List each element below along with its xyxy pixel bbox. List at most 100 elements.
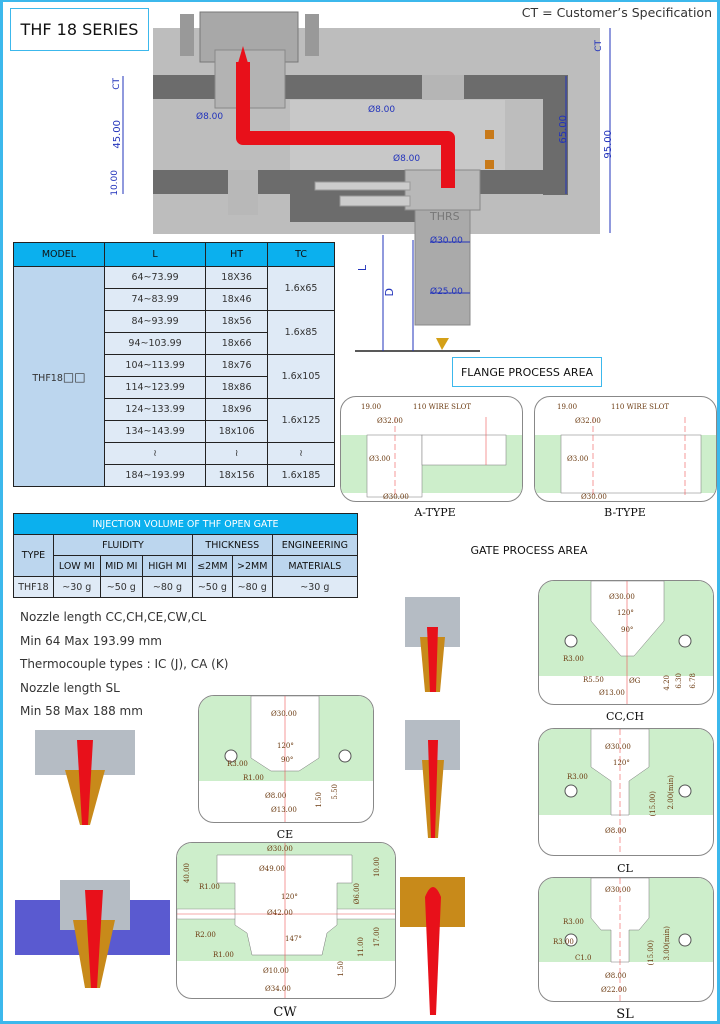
dim-30: Ø30.00 (383, 493, 409, 501)
dim-wire-slot: 110 WIRE SLOT (413, 403, 472, 411)
cell-value: ~80 g (231, 576, 273, 598)
dim-30: Ø30.00 (271, 710, 297, 718)
nozzle-brand: THRS (429, 210, 460, 223)
cell-tc: 1.6x125 (267, 398, 335, 443)
gate-cw-panel: Ø30.00 Ø49.00 40.00 R1.00 120° Ø42.00 Ø6… (176, 842, 396, 999)
dim-r3-b: R3.00 (553, 938, 574, 946)
sub-mid-mi: MID MI (99, 555, 143, 577)
gate-cc-drawing (539, 581, 713, 704)
cell-tc: 1.6x105 (267, 354, 335, 399)
dim-32: Ø32.00 (575, 417, 601, 425)
cw-label: CW (273, 1005, 297, 1020)
dim-13: Ø13.00 (599, 689, 625, 697)
nozzle-render-cw (15, 880, 170, 988)
dim-dia8-a: Ø8.00 (196, 112, 224, 122)
cell-value: ~80 g (141, 576, 193, 598)
b-type-label: B-TYPE (604, 506, 646, 519)
gate-ce-drawing (199, 696, 373, 822)
cell-value: ~30 g (52, 576, 101, 598)
dim-17: 17.00 (373, 927, 381, 948)
dim-3: Ø3.00 (369, 455, 391, 463)
flange-b-drawing (535, 417, 716, 497)
plate-side (543, 75, 568, 195)
cell-value: ~50 g (99, 576, 143, 598)
dim-L: L (356, 265, 369, 272)
dim-40: 40.00 (183, 863, 191, 884)
gate-sl-panel: Ø30.00 R3.00 R3.00 C1.0 (15.00) 3.00(min… (538, 877, 714, 1002)
pressure-disc (422, 75, 464, 100)
tc-cable-2 (339, 195, 411, 207)
cell-ht: 18X36 (205, 266, 269, 289)
thickness-header: THICKNESS (191, 534, 273, 556)
dim-3: Ø3.00 (567, 455, 589, 463)
nozzle-render-cc (405, 597, 460, 692)
dim-D: D (383, 288, 396, 297)
dim-1-50: 1.50 (315, 792, 323, 808)
dim-5-50: 5.50 (331, 784, 339, 800)
screw-left (180, 14, 194, 56)
dim-1-50: 1.50 (337, 961, 345, 977)
dim-2-min: 2.00(min) (667, 775, 675, 810)
dim-4-20: 4.20 (663, 675, 671, 691)
dim-r5: R5.50 (583, 676, 604, 684)
note-line: Min 58 Max 188 mm (20, 704, 143, 718)
col-model: MODEL (13, 242, 105, 267)
spec-notes: Nozzle length CC,CH,CE,CW,CL Min 64 Max … (20, 606, 228, 724)
dim-10: 10.00 (110, 170, 120, 196)
dim-g: ØG (629, 677, 641, 685)
cell-l: ≀ (103, 442, 207, 465)
cell-l: 94~103.99 (103, 332, 207, 355)
dim-30: Ø30.00 (605, 886, 631, 894)
sub-le-2mm: ≤2MM (191, 555, 233, 577)
dim-120: 120° (617, 609, 634, 617)
dim-6: Ø6.00 (353, 883, 361, 905)
dim-3-min: 3.00(min) (663, 926, 671, 961)
sub-low-mi: LOW MI (52, 555, 101, 577)
col-tc: TC (267, 242, 335, 267)
cell-l: 104~113.99 (103, 354, 207, 377)
cell-ht: 18x66 (205, 332, 269, 355)
dim-45: 45.00 (112, 120, 123, 149)
dim-90: 90° (621, 626, 634, 634)
col-l: L (103, 242, 207, 267)
dim-6-78: 6.78 (689, 673, 697, 689)
hot-runner-channel (236, 62, 455, 188)
cell-l: 134~143.99 (103, 420, 207, 443)
tc-cable-1 (314, 181, 411, 191)
flange-b-type-panel: 19.00 110 WIRE SLOT Ø32.00 Ø3.00 Ø30.00 (534, 396, 717, 502)
flange-process-label: FLANGE PROCESS AREA (452, 357, 602, 387)
note-line: Nozzle length SL (20, 680, 120, 695)
injection-title: INJECTION VOLUME OF THF OPEN GATE (13, 513, 358, 535)
cell-l: 74~83.99 (103, 288, 207, 311)
dimension-lines (122, 28, 611, 351)
cell-l: 184~193.99 (103, 464, 207, 487)
dim-11: 11.00 (357, 937, 365, 958)
dim-15: (15.00) (647, 940, 655, 966)
ct-note: CT = Customer’s Specification (521, 5, 712, 20)
gate-ce-panel: Ø30.00 120° 90° R3.00 R1.00 Ø8.00 Ø13.00… (198, 695, 374, 823)
cell-l: 114~123.99 (103, 376, 207, 399)
dim-r3-a: R3.00 (563, 918, 584, 926)
cell-value: ~50 g (191, 576, 233, 598)
nozzle-render-ce (35, 730, 135, 825)
cell-type: THF18 (13, 576, 54, 598)
dim-dia8-b: Ø8.00 (368, 105, 396, 115)
cell-ht: 18x106 (205, 420, 269, 443)
dim-49: Ø49.00 (259, 865, 285, 873)
cell-tc: 1.6x185 (267, 464, 335, 487)
assembly-drawing: THRS (122, 11, 611, 352)
gate-process-label: GATE PROCESS AREA (455, 535, 603, 565)
nozzle-tip (436, 338, 449, 350)
cell-tc: ≀ (267, 442, 335, 465)
cell-tc: 1.6x65 (267, 266, 335, 311)
dim-r1-b: R1.00 (213, 951, 234, 959)
table-row: ≀≀≀ (14, 442, 335, 465)
fluidity-header: FLUIDITY (52, 534, 193, 556)
note-line: Thermocouple types : IC (J), CA (K) (20, 657, 229, 671)
gate-cl-drawing (539, 729, 713, 855)
